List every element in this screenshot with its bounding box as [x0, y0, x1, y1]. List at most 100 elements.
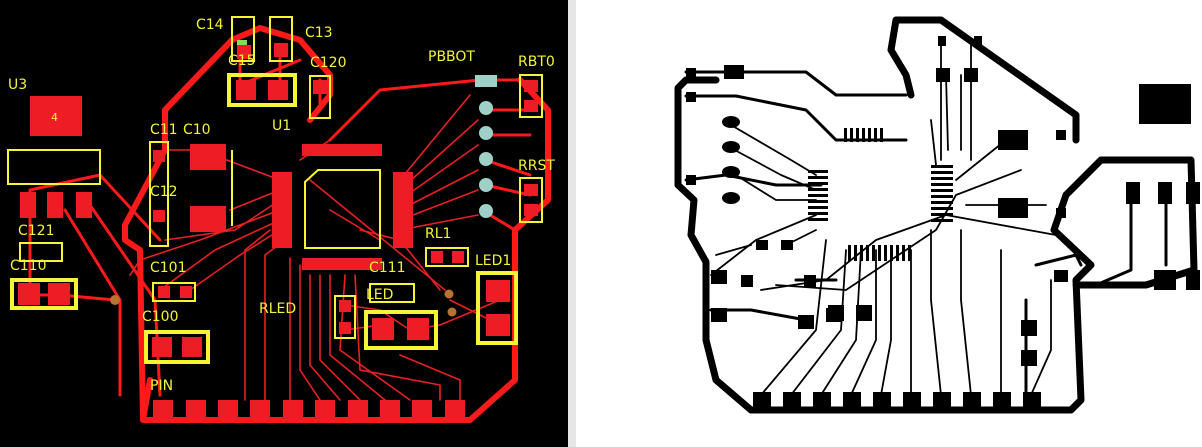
trace-pin-header — [244, 229, 461, 401]
gerber-pin-header-pads — [753, 392, 1041, 410]
gerber-pin-pad — [813, 392, 831, 410]
gerber-mcu-pin — [860, 245, 863, 261]
gerber-mcu-pin — [902, 245, 905, 261]
gerber-mcu-pin — [931, 219, 953, 222]
header-via-2 — [479, 126, 493, 140]
gerber-regulator-tab — [1139, 84, 1191, 124]
gerber-pad — [741, 275, 753, 287]
gerber-mcu-pin — [856, 128, 859, 142]
gerber-pad — [1126, 182, 1140, 204]
pbbot-label: PBBOT — [428, 49, 475, 65]
gerber-pin-pad — [783, 392, 801, 410]
gerber-pad — [804, 275, 816, 287]
u1-outline — [304, 169, 381, 249]
led-outline — [369, 283, 415, 303]
gerber-via — [722, 116, 740, 128]
c13-pad — [274, 43, 288, 57]
gerber-mcu-pin — [878, 245, 881, 261]
rl1-pad-1 — [431, 251, 443, 263]
c110-pad-1 — [18, 283, 40, 305]
u3-pin3-pad — [76, 192, 92, 218]
pcb-gerber-panel — [576, 0, 1202, 447]
header-via-1 — [479, 101, 493, 115]
gerber-mcu-pin — [866, 245, 869, 261]
gerber-pad — [1186, 270, 1200, 290]
gerber-mcu-pins-bottom — [848, 245, 911, 261]
gerber-mcu-pin — [848, 245, 851, 261]
pin-pad — [412, 400, 432, 420]
c120-label: C120 — [310, 55, 347, 71]
gerber-pad — [974, 36, 982, 46]
pin-pad — [283, 400, 303, 420]
gerber-pad — [938, 36, 946, 46]
gerber-trace-top-left — [684, 70, 908, 187]
c110-label: C110 — [10, 258, 47, 274]
gerber-via — [722, 166, 740, 178]
c111-label: C111 — [369, 260, 406, 276]
c13-outline — [269, 16, 293, 62]
u3-label: U3 — [8, 77, 27, 93]
trace-c110 — [28, 293, 117, 302]
c10-pad-2 — [190, 206, 226, 232]
rl1-label: RL1 — [425, 226, 451, 242]
gerber-mcu-pin — [854, 245, 857, 261]
gerber-pad — [936, 68, 950, 82]
u1-bottom-pins — [302, 258, 382, 270]
gerber-pin-pad — [1023, 392, 1041, 410]
header-via-3 — [479, 152, 493, 166]
gerber-pad — [711, 270, 727, 284]
gerber-mcu-pin — [931, 201, 953, 204]
led1-outline — [476, 271, 518, 345]
c100-label: C100 — [142, 309, 179, 325]
c120-outline — [309, 75, 331, 119]
gerber-mcu-pin — [931, 171, 953, 174]
panel-divider — [568, 0, 576, 447]
c11-outline — [149, 141, 169, 247]
u1-label: U1 — [272, 118, 291, 134]
gerber-mcu-pin — [896, 245, 899, 261]
c101-label: C101 — [150, 260, 187, 276]
pin-pad — [218, 400, 238, 420]
gerber-mcu-pins-right — [931, 165, 953, 222]
c15-pad-2 — [268, 80, 288, 100]
rrst-pad-1 — [524, 184, 538, 196]
header-via-5 — [479, 204, 493, 218]
trace-pbbot — [328, 78, 532, 142]
gerber-pad — [686, 175, 696, 185]
gerber-pad — [1154, 270, 1176, 290]
c10-label: C10 — [183, 122, 211, 138]
c111-pad-2 — [407, 318, 429, 340]
gerber-trace-pins — [760, 229, 1052, 396]
gerber-mcu-pin — [880, 128, 883, 142]
rbt0-outline — [519, 74, 543, 118]
gerber-pad — [1056, 130, 1066, 140]
gerber-mcu-pin — [931, 183, 953, 186]
c12-pad — [153, 210, 165, 222]
c11-pad — [153, 150, 165, 162]
pin-pad — [348, 400, 368, 420]
c111-pad-1 — [372, 318, 394, 340]
c11-label: C11 — [150, 122, 178, 138]
via-led-1 — [444, 289, 454, 299]
c12-label: C12 — [150, 184, 178, 200]
gerber-pad — [828, 305, 844, 321]
gerber-pin-pad — [753, 392, 771, 410]
rbt0-pad-2 — [524, 100, 538, 112]
gerber-mcu-pin — [808, 170, 828, 173]
c100-pad-1 — [152, 337, 172, 357]
gerber-pad — [856, 305, 872, 321]
c100-pad-2 — [182, 337, 202, 357]
gerber-pad — [756, 240, 768, 250]
rl1-pad-2 — [452, 251, 464, 263]
gerber-pad — [1021, 350, 1037, 366]
gerber-via — [722, 141, 740, 153]
gerber-pad — [1158, 182, 1172, 204]
led1-pad-1 — [486, 280, 510, 302]
gerber-mcu-pins-top — [844, 128, 883, 142]
gerber-mcu-pin — [808, 188, 828, 191]
c110-pad-2 — [48, 283, 70, 305]
led1-pad-2 — [486, 314, 510, 336]
gerber-mcu-pin — [931, 189, 953, 192]
trace-mcu-right — [399, 94, 479, 231]
pin-pad — [380, 400, 400, 420]
